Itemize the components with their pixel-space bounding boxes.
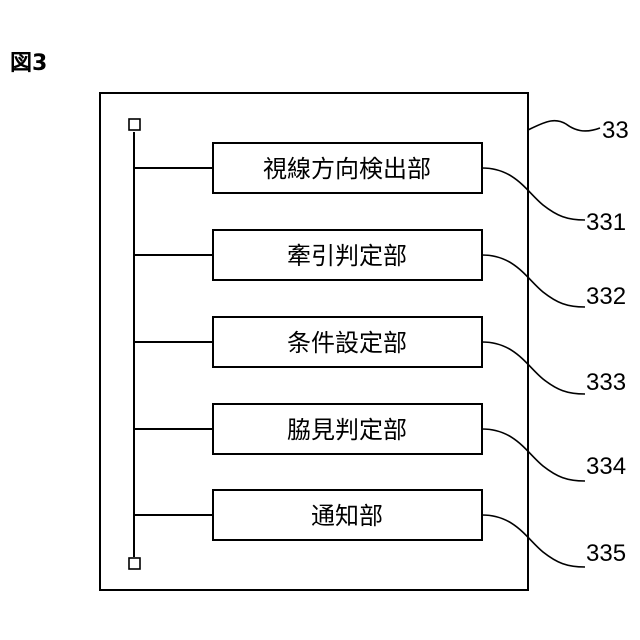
component-block: 脇見判定部 334 <box>134 404 626 481</box>
ref-number: 333 <box>586 369 626 396</box>
ref-leader <box>482 429 585 481</box>
component-block: 通知部 335 <box>134 490 626 567</box>
unit-ref-leader <box>528 121 600 131</box>
ref-number: 332 <box>586 283 626 310</box>
component-label: 脇見判定部 <box>287 416 407 444</box>
component-label: 視線方向検出部 <box>263 155 431 183</box>
component-block: 視線方向検出部 331 <box>134 143 626 236</box>
bus-terminal-bottom <box>129 558 140 569</box>
ref-leader <box>482 515 585 567</box>
ref-leader <box>482 342 585 394</box>
component-label: 通知部 <box>311 502 383 530</box>
component-label: 牽引判定部 <box>287 242 407 270</box>
bus-terminal-top <box>129 119 140 130</box>
ref-number: 335 <box>586 540 626 567</box>
unit-ref-number: 33 <box>602 117 629 144</box>
figure-label: 図3 <box>10 51 47 76</box>
ref-number: 331 <box>586 209 626 236</box>
component-label: 条件設定部 <box>287 329 407 357</box>
ref-number: 334 <box>586 453 626 480</box>
ref-leader <box>482 168 585 220</box>
component-block: 牽引判定部 332 <box>134 230 626 310</box>
ref-leader <box>482 255 585 307</box>
component-block: 条件設定部 333 <box>134 317 626 396</box>
